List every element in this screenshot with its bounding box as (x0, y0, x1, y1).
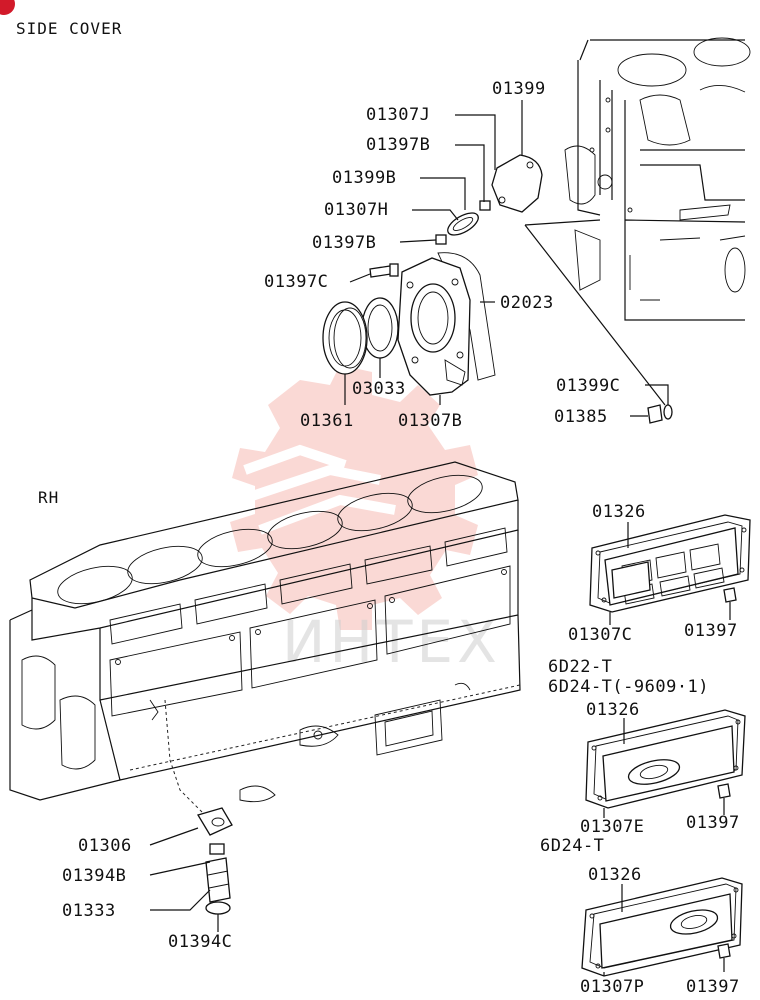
variant-heading-6d24t-early: 6D24-T(-9609·1) (548, 677, 709, 697)
side-cover-variant-3 (581, 877, 743, 977)
label-01307e: 01307E (580, 817, 644, 837)
label-01397-variant-2: 01397 (686, 813, 740, 833)
label-01397b-lower: 01397B (312, 233, 376, 253)
watermark-text: ИНТЕХ (282, 608, 501, 676)
variant-heading-6d24t: 6D24-T (540, 836, 604, 856)
label-01307h: 01307H (324, 200, 388, 220)
label-01397-variant-3: 01397 (686, 977, 740, 997)
side-cover-variant-1 (589, 514, 751, 625)
label-01326-variant-1: 01326 (592, 502, 646, 522)
label-01307p: 01307P (580, 977, 644, 997)
label-01397b-upper: 01397B (366, 135, 430, 155)
label-01399c: 01399C (556, 376, 620, 396)
label-01307j: 01307J (366, 105, 430, 125)
label-01306: 01306 (78, 836, 132, 856)
page-badge (0, 0, 15, 15)
cover-plate (491, 154, 543, 213)
label-01397-variant-1: 01397 (684, 621, 738, 641)
label-01394c: 01394C (168, 932, 232, 952)
label-01394b: 01394B (62, 866, 126, 886)
label-01397c: 01397C (264, 272, 328, 292)
label-01307c: 01307C (568, 625, 632, 645)
side-cover-variant-2 (585, 709, 746, 818)
leader-lines-upper (344, 100, 669, 417)
oil-seal-assembly (322, 154, 673, 424)
label-01361: 01361 (300, 411, 354, 431)
label-01326-variant-3: 01326 (588, 865, 642, 885)
label-01399: 01399 (492, 79, 546, 99)
label-01333: 01333 (62, 901, 116, 921)
label-01385: 01385 (554, 407, 608, 427)
engine-block-rear (524, 37, 751, 406)
watermark-gear-logo (230, 365, 478, 630)
label-01399b: 01399B (332, 168, 396, 188)
label-01326-variant-2: 01326 (586, 700, 640, 720)
label-03033: 03033 (352, 379, 406, 399)
section-rh-label: RH (38, 488, 59, 507)
label-01307b: 01307B (398, 411, 462, 431)
diagram-title: SIDE COVER (16, 19, 122, 38)
label-02023: 02023 (500, 293, 554, 313)
sensor-assembly (149, 807, 233, 932)
cylinder-block (9, 461, 521, 816)
variant-heading-6d22t: 6D22-T (548, 657, 612, 677)
